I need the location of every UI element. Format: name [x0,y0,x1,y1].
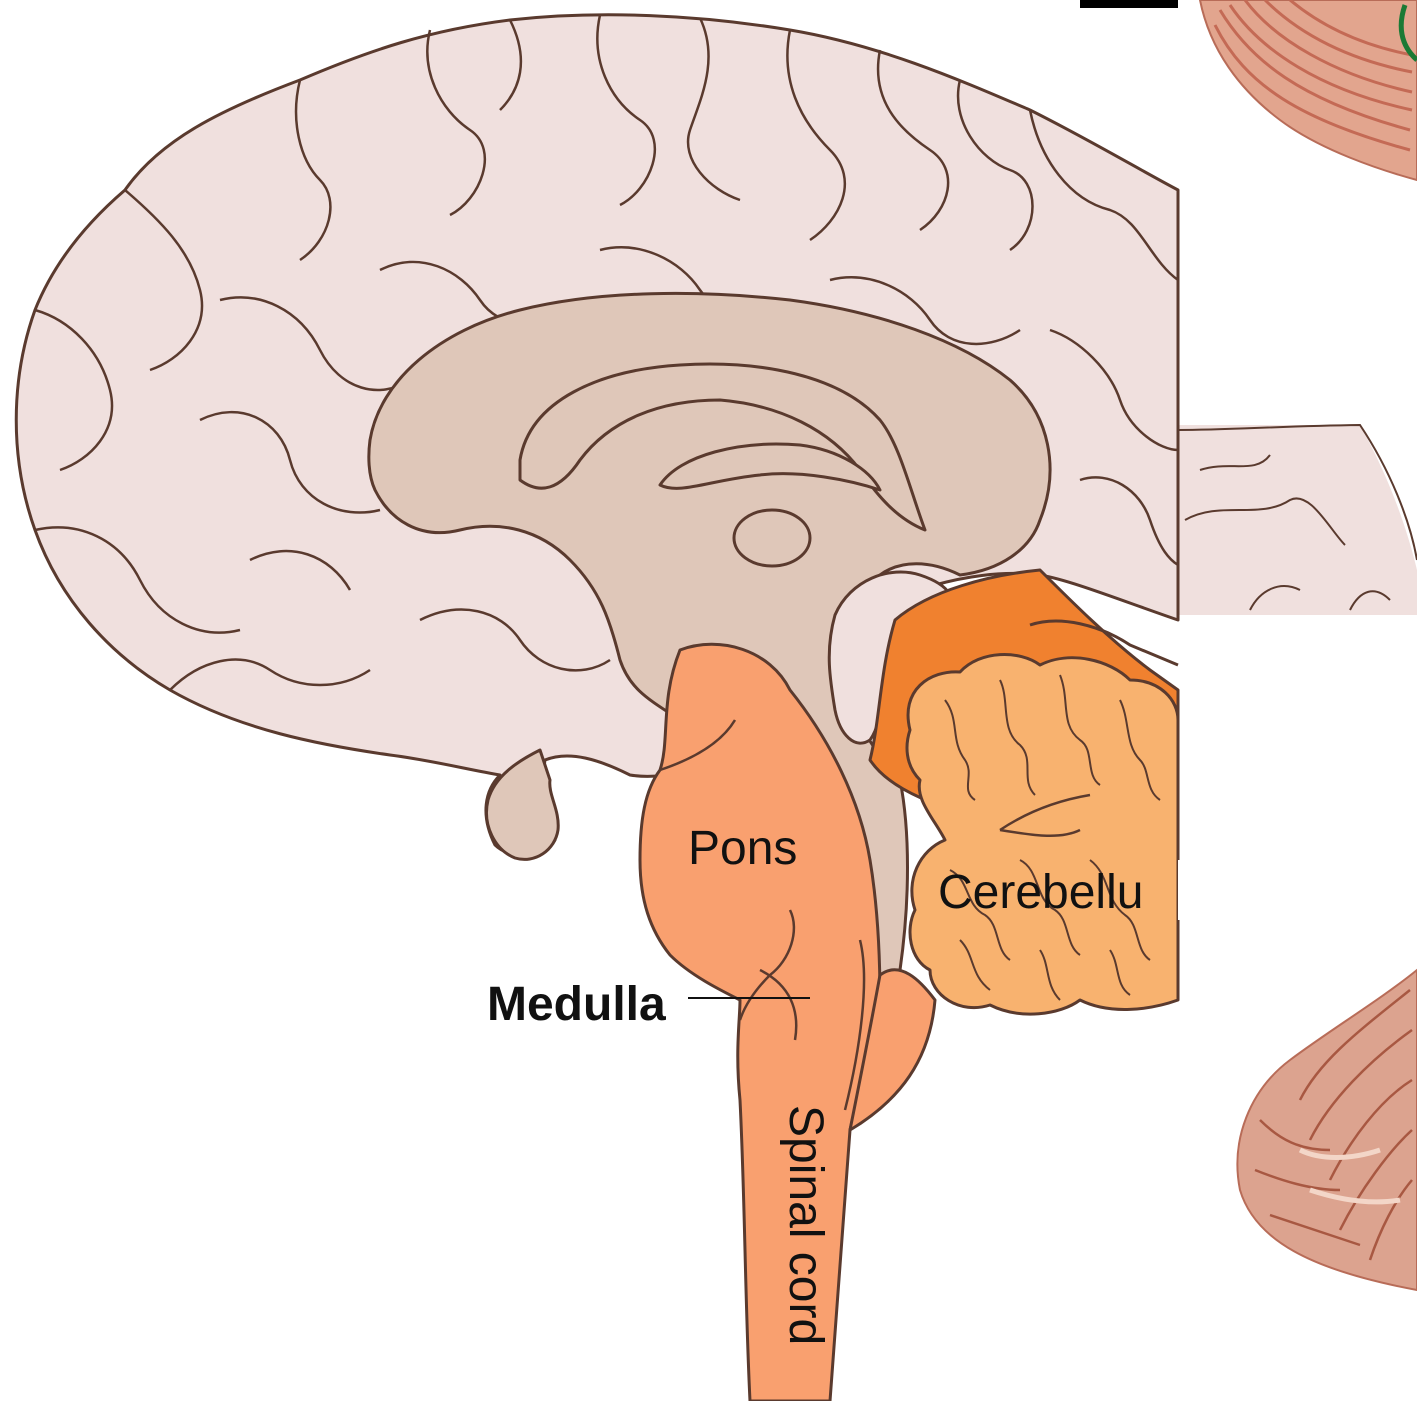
label-pons: Pons [688,822,797,875]
cerebellum [907,655,1178,1015]
right-mask [1178,860,1238,920]
inset-bottom-photo [1237,970,1417,1290]
label-medulla: Medulla [487,978,666,1031]
inset-middle-photo [1178,425,1417,615]
thalamus [734,510,810,566]
label-cerebellum: Cerebellu [938,866,1143,919]
inset-top-photo [1200,0,1417,180]
black-bar [1080,0,1178,8]
label-spinal-cord: Spinal cord [779,1105,832,1345]
brain-illustration [16,15,1178,1401]
